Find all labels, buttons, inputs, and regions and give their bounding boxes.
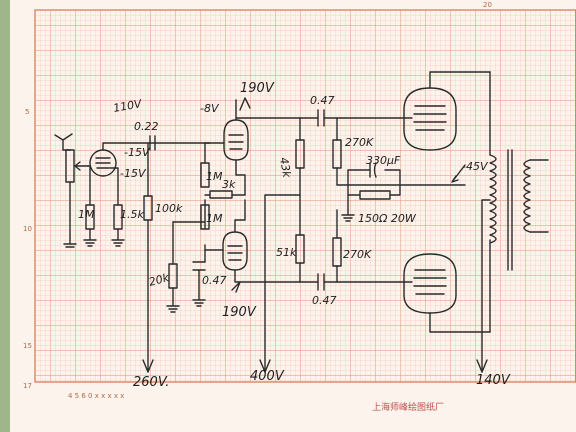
resistor-270k-top xyxy=(332,117,342,186)
capacitor-330uf xyxy=(369,162,377,178)
resistor-3k xyxy=(204,190,246,199)
label-minus-15v-b: -15V xyxy=(120,167,147,180)
label-100k: 100k xyxy=(155,202,183,215)
splitter-lower-plate-wire xyxy=(234,199,301,283)
label-270k-bottom: 270K xyxy=(343,248,372,261)
label-capacitor-0.47-bottom: 0.47 xyxy=(312,294,337,307)
resistor-150-ohm xyxy=(347,184,401,200)
margin-number-10: 10 xyxy=(23,225,32,233)
label-330uf: 330μF xyxy=(366,154,401,167)
resistor-1m-lower xyxy=(200,204,210,230)
label-minus-45v: -45V xyxy=(462,160,489,173)
label-20k: 20k xyxy=(147,271,171,289)
margin-number-5: 5 xyxy=(25,108,29,116)
resistor-20k xyxy=(166,221,206,313)
arrow-190v-top xyxy=(239,97,251,111)
resistor-270k-bottom xyxy=(332,209,342,283)
input-jack-symbol xyxy=(54,133,73,151)
label-3k: 3k xyxy=(222,178,236,191)
splitter-lower-tube xyxy=(222,231,248,271)
label-140v: 140V xyxy=(476,373,511,388)
paper-code-text: 4 5 6 0 x x x x x xyxy=(68,392,124,400)
output-transformer xyxy=(489,71,549,333)
resistor-1m-input xyxy=(83,204,97,247)
output-grid-wires xyxy=(399,117,413,283)
splitter-lower-arrow xyxy=(231,281,241,293)
output-tube-upper xyxy=(403,71,491,151)
label-150-ohm-20w: 150Ω 20W xyxy=(358,212,417,225)
capacitor-0.47-bottom xyxy=(317,273,325,291)
label-43k: 43k xyxy=(277,156,293,179)
input-plate-wire xyxy=(102,142,211,151)
bias-ground xyxy=(341,209,355,222)
margin-number-15: 15 xyxy=(23,342,32,350)
input-ground-line xyxy=(63,237,77,248)
graph-paper-grid xyxy=(35,10,576,382)
splitter-upper-plate-wire xyxy=(235,99,246,196)
label-capacitor-0.47-top: 0.47 xyxy=(310,94,335,107)
label-minus-8v: -8V xyxy=(200,102,220,115)
arrow-400v xyxy=(259,359,271,373)
resistor-43k xyxy=(295,117,305,236)
label-capacitor-0.22: 0.22 xyxy=(134,120,159,133)
paper-maker-text: 上海师峰绘图纸厂 xyxy=(372,401,444,413)
graph-paper-border xyxy=(34,9,576,383)
arrow-minus-45v xyxy=(451,164,466,183)
label-110v: 110V xyxy=(112,97,144,115)
label-1m-lower: 1M xyxy=(206,212,223,225)
resistor-1.5k-cathode xyxy=(111,204,125,247)
label-270k-top: 270K xyxy=(345,136,374,149)
capacitor-0.47-top xyxy=(317,109,325,127)
capacitor-0.47-bias xyxy=(192,261,206,307)
resistor-1m-upper xyxy=(200,162,210,188)
output-tube-lower xyxy=(403,253,491,333)
b-plus-400v-line xyxy=(264,194,301,373)
margin-number-20: 20 xyxy=(483,1,492,9)
label-1.5k: 1.5k xyxy=(120,208,144,221)
arrow-140v xyxy=(476,359,488,373)
label-190v-bottom: 190V xyxy=(222,305,257,320)
bias-rail xyxy=(336,169,466,211)
label-400v: 400V xyxy=(250,369,285,384)
b-plus-140v-line xyxy=(481,199,491,373)
margin-number-17: 17 xyxy=(23,382,32,390)
resistor-100k xyxy=(142,142,154,373)
label-capacitor-0.47-mid: 0.47 xyxy=(202,274,227,287)
input-grid-wire xyxy=(87,165,91,206)
label-minus-15v-a: -15V xyxy=(124,146,151,159)
resistor-51k xyxy=(295,234,305,283)
label-1m-upper: 1M xyxy=(206,170,223,183)
label-1m-input: 1M xyxy=(78,208,95,221)
label-190v-top: 190V xyxy=(240,81,275,96)
splitter-upper-tube xyxy=(223,119,249,161)
label-51k: 51k xyxy=(276,246,297,259)
capacitor-0.22 xyxy=(149,135,156,151)
volume-potentiometer xyxy=(62,149,89,239)
input-cathode-wire xyxy=(109,167,119,206)
label-260v: 260V. xyxy=(133,375,169,390)
